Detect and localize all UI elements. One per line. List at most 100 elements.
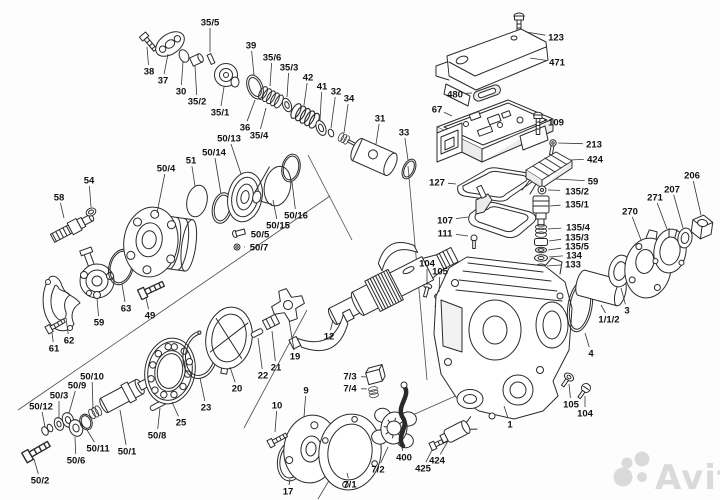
part-label-50/4: 50/4: [157, 163, 176, 174]
leader-line-207: [673, 194, 684, 229]
leader-line-50/13: [230, 143, 242, 175]
leader-line-135/3: [548, 238, 562, 242]
part-label-135/2: 135/2: [565, 186, 589, 197]
part-label-31: 31: [375, 113, 386, 124]
leader-line-123: [525, 31, 546, 36]
part-label-50/13: 50/13: [217, 133, 241, 144]
leader-line-3: [620, 287, 626, 305]
part-washer-134: [534, 254, 548, 262]
part-seat-32: [327, 128, 335, 138]
part-label-50/1: 50/1: [118, 446, 137, 457]
part-label-7/3: 7/3: [343, 371, 356, 382]
part-label-58: 58: [54, 192, 65, 203]
leader-line-50/16: [291, 181, 296, 210]
part-drive-shaft-12: [327, 246, 459, 325]
leader-line-12: [330, 319, 334, 331]
part-oring-50-16: [281, 153, 301, 183]
part-ring-51: [186, 184, 208, 218]
part-ring-33: [401, 158, 417, 180]
part-label-37: 37: [158, 75, 169, 86]
part-bearing-25: [144, 337, 196, 405]
part-label-67: 67: [432, 104, 443, 115]
part-sleeve-35-2: [189, 53, 204, 67]
leader-line-34: [343, 103, 349, 134]
part-label-213: 213: [586, 139, 602, 150]
part-label-7/4: 7/4: [343, 383, 357, 394]
part-body-31: [350, 138, 398, 176]
leader-line-35/3: [286, 72, 289, 98]
part-label-135/1: 135/1: [565, 199, 589, 210]
leader-line-59: [555, 178, 585, 181]
leader-line-50/2: [33, 458, 39, 475]
part-label-50/11: 50/11: [86, 443, 110, 454]
leader-line-67: [443, 111, 453, 117]
leader-line-50/14: [214, 157, 222, 195]
part-label-104: 104: [577, 408, 594, 419]
part-screw-50-7: [233, 243, 241, 251]
part-block-7-3: [365, 363, 386, 386]
part-feed-pump-59: [79, 246, 115, 299]
leader-line-58: [60, 202, 65, 219]
part-label-50/16: 50/16: [284, 210, 308, 221]
leader-line-425: [425, 449, 433, 463]
leader-line-25: [171, 401, 179, 417]
leader-line-1: [503, 405, 509, 419]
leader-line-51: [191, 165, 196, 187]
part-label-51: 51: [186, 155, 197, 166]
leader-line-7/1: [346, 472, 349, 479]
leader-line-50/6: [74, 436, 77, 455]
leader-line-37: [163, 53, 169, 75]
leader-line-35/1: [220, 86, 225, 107]
part-label-35/3: 35/3: [280, 62, 299, 73]
part-plate-7-1: [318, 413, 382, 491]
part-oring-30: [178, 49, 190, 63]
leader-line-20: [229, 366, 236, 383]
part-spring-7-4: [367, 385, 380, 399]
part-label-425: 425: [415, 463, 432, 474]
part-screw-213: [549, 139, 557, 156]
part-control-unit-67: [436, 99, 554, 163]
leader-line-50/8: [157, 407, 161, 430]
leader-line-50/10: [91, 381, 94, 410]
part-label-22: 22: [258, 370, 269, 381]
part-governor-cover-471: [435, 28, 549, 107]
leader-line-471: [529, 57, 547, 61]
part-label-127: 127: [429, 177, 445, 188]
part-label-49: 49: [145, 310, 156, 321]
part-disc-50-6: [68, 419, 84, 437]
leader-line-61: [51, 332, 54, 343]
leader-line-1/1/2: [600, 304, 606, 314]
leader-line-111: [455, 234, 469, 237]
leader-line-49: [145, 297, 149, 310]
part-label-61: 61: [49, 343, 60, 354]
part-label-105: 105: [563, 399, 580, 410]
part-label-50/14: 50/14: [202, 147, 226, 158]
part-label-50/9: 50/9: [68, 380, 87, 391]
part-label-9: 9: [303, 385, 308, 396]
part-valve-424-lower: [439, 416, 478, 444]
leader-line-35/4: [260, 107, 267, 130]
part-label-35/1: 35/1: [211, 107, 230, 118]
leader-line-50/1: [119, 409, 127, 446]
leader-line-135/1: [549, 204, 561, 207]
part-bolt-109: [533, 111, 543, 135]
leader-line-38: [146, 46, 149, 66]
part-label-50/5: 50/5: [251, 229, 270, 240]
part-ball-135-2: [537, 185, 547, 195]
leader-line-41: [319, 91, 322, 121]
part-label-400: 400: [396, 452, 412, 463]
part-washer-41: [315, 120, 327, 136]
part-label-1/1/2: 1/1/2: [598, 314, 619, 325]
part-label-20: 20: [232, 383, 243, 394]
part-ring-20: [205, 306, 253, 375]
part-label-111: 111: [438, 228, 454, 239]
leader-line-33: [404, 137, 409, 161]
leader-line-271: [656, 202, 668, 230]
part-label-12: 12: [324, 331, 335, 342]
leader-line-105: [568, 383, 571, 399]
part-label-38: 38: [144, 66, 155, 77]
leader-line-31: [375, 123, 380, 145]
part-label-62: 62: [64, 335, 75, 346]
